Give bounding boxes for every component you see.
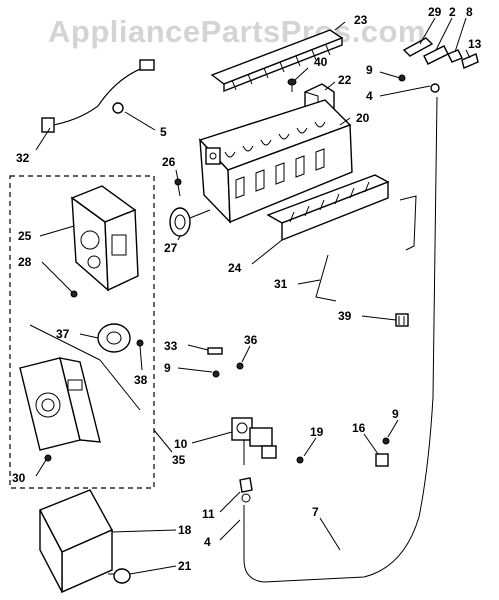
callout-35: 35 [172,453,186,467]
callout-32: 32 [16,151,30,165]
part-10-water-valve [231,417,277,465]
part-40-screw [287,78,297,92]
callout-9a: 9 [366,63,373,77]
part-33-clamp [207,347,223,355]
part-21-knob [108,568,131,584]
callout-5: 5 [160,125,167,139]
part-19-screw [296,456,304,464]
callout-10: 10 [174,437,188,451]
callout-24: 24 [228,261,242,275]
part-7-water-tube [243,83,440,583]
part-38-screw [136,339,144,347]
callout-labels: 23 29 2 8 13 40 9 22 4 20 5 32 26 25 27 … [12,5,482,573]
part-25-module-housing [70,185,139,292]
callout-22: 22 [338,73,352,87]
callout-16: 16 [352,421,366,435]
callout-31: 31 [274,277,288,291]
part-11-nut [239,477,253,503]
callout-37: 37 [56,327,70,341]
callout-26: 26 [162,155,176,169]
module-backplate [19,357,101,451]
part-24-fill-cup [266,174,390,242]
callout-29: 29 [428,5,442,19]
part-29-fitting [402,37,434,57]
callout-40: 40 [314,55,328,69]
callout-23: 23 [354,13,368,27]
callout-36: 36 [244,333,258,347]
part-39-connector [395,313,409,327]
part-2-fill-tube [423,45,449,65]
callout-30: 30 [12,471,26,485]
part-36-screw [236,362,244,370]
part-18-front-cover [39,489,113,594]
callout-27: 27 [164,241,178,255]
part-37-motor [29,323,141,411]
callout-38: 38 [134,373,148,387]
callout-25: 25 [18,229,32,243]
part-31-shutoff-arm [315,254,337,302]
part-16-clamp [375,453,389,467]
callout-20: 20 [356,111,370,125]
callout-9b: 9 [164,361,171,375]
part-20-ice-mold [198,99,353,224]
part-27-motor-gear [169,207,211,237]
part-9-screw-b [212,370,220,378]
callout-28: 28 [18,255,32,269]
callout-18: 18 [178,523,192,537]
part-9-screw-c [382,437,390,445]
callout-8: 8 [466,5,473,19]
callout-13: 13 [468,37,482,51]
part-26-screw [174,178,182,197]
module-assembly-boundary [9,175,155,489]
callout-4b: 4 [204,535,211,549]
callout-21: 21 [178,559,192,573]
callout-2: 2 [449,5,456,19]
callout-7: 7 [312,505,319,519]
part-13-insert [461,53,479,69]
callout-39: 39 [338,309,352,323]
part-5-clip [112,102,124,114]
callout-11: 11 [202,507,215,521]
wire-bail [399,195,417,251]
part-32-wire-harness [41,59,155,133]
callout-19: 19 [310,425,324,439]
part-23-ejector [210,29,344,93]
callout-4a: 4 [366,89,373,103]
leader-lines [35,17,471,575]
part-8-nut [447,49,463,63]
callout-33: 33 [164,339,178,353]
callout-9c: 9 [392,407,399,421]
part-30-screw [44,454,52,462]
part-28-screw [70,290,78,298]
